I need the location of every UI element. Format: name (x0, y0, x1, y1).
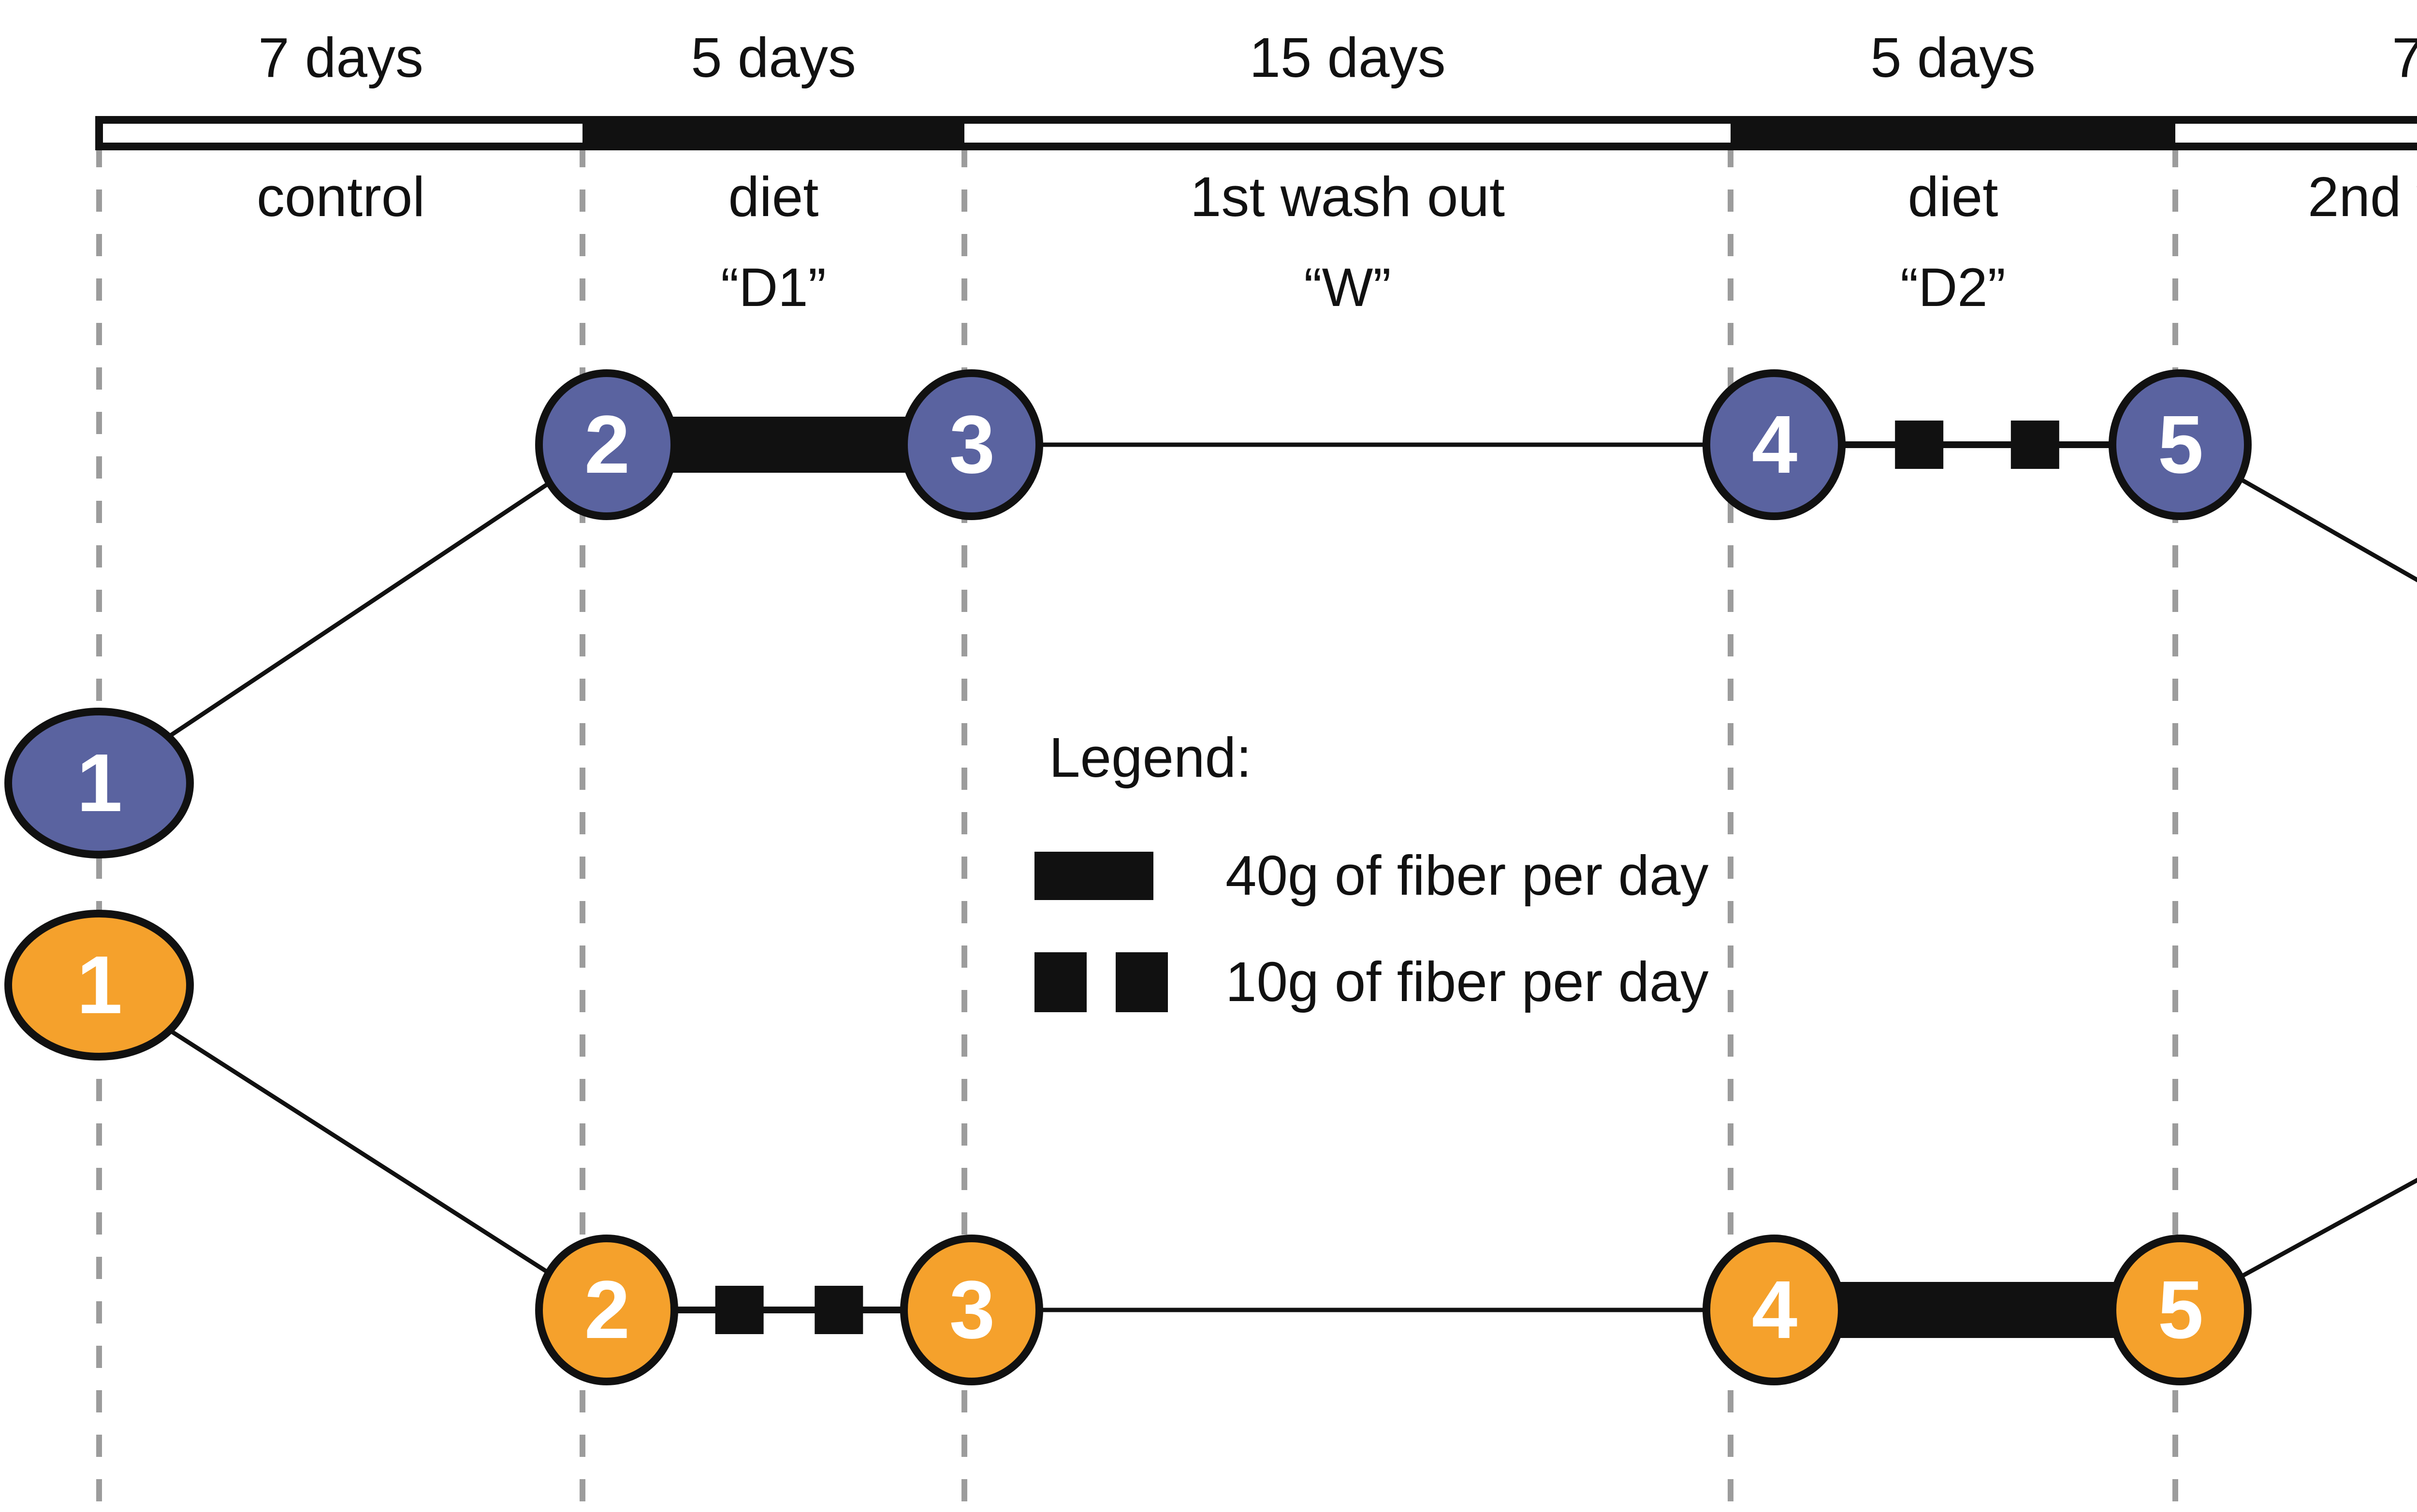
legend-swatch-dash-square-0 (1034, 952, 1087, 1012)
arm-orange-link-4-to-5-thick-bar (1828, 1282, 2126, 1338)
arm-blue-node-5[interactable] (2109, 369, 2252, 520)
arm-blue-node-label-3: 3 (949, 399, 995, 491)
arm-orange-node-label-4: 4 (1751, 1264, 1798, 1356)
arm-orange-node-2[interactable] (535, 1235, 678, 1385)
legend-title: Legend: (1049, 726, 1252, 789)
arm-blue-node-label-4: 4 (1751, 399, 1798, 491)
period-duration-washout2: 7 days (2392, 26, 2417, 89)
arm-orange-link-5-to-6 (2237, 1178, 2417, 1280)
legend-swatch-dash-square-1 (1116, 952, 1168, 1012)
legend-swatch-solid-thick (1034, 852, 1153, 900)
arm-orange-node-3[interactable] (900, 1235, 1043, 1385)
period-duration-diet2: 5 days (1870, 26, 2036, 89)
period-phase-washout2: 2nd wash out (2307, 165, 2417, 228)
arm-orange-node-label-3: 3 (949, 1264, 995, 1356)
arm-blue-link-1-to-2 (164, 480, 553, 741)
arm-orange-node-label-5: 5 (2157, 1264, 2204, 1356)
legend-label-1: 10g of fiber per day (1225, 950, 1709, 1013)
arm-blue-node-4[interactable] (1703, 369, 1846, 520)
timeline-segment-filled-diet1 (582, 116, 964, 150)
period-phase-control: control (256, 165, 425, 228)
arm-orange-link-1-to-2 (165, 1026, 553, 1277)
timeline-segment-filled-diet2 (1731, 116, 2175, 150)
period-duration-washout1: 15 days (1249, 26, 1446, 89)
arm-orange-link-2-to-3-dash-square-1 (815, 1286, 863, 1334)
legend-label-0: 40g of fiber per day (1225, 844, 1709, 907)
arm-blue-link-2-to-3-thick-bar (661, 417, 917, 473)
period-code-diet1: “D1” (721, 257, 826, 318)
arm-orange-node-label-1: 1 (76, 939, 123, 1031)
arm-blue-node-2[interactable] (535, 369, 678, 520)
period-duration-diet1: 5 days (691, 26, 856, 89)
arm-blue-node-label-5: 5 (2157, 399, 2204, 491)
period-code-washout1: “W” (1304, 257, 1391, 318)
arm-blue-node-3[interactable] (900, 369, 1043, 520)
arm-blue-link-5-to-6 (2236, 475, 2417, 582)
arm-blue-link-4-to-5-dash-square-1 (2010, 421, 2059, 469)
period-duration-control: 7 days (258, 26, 423, 89)
period-code-diet2: “D2” (1900, 257, 2006, 318)
arm-blue-node-label-2: 2 (584, 399, 630, 491)
arm-blue-node-1[interactable] (4, 708, 194, 858)
arm-orange-node-label-2: 2 (584, 1264, 630, 1356)
period-phase-diet1: diet (728, 165, 819, 228)
arm-orange-node-1[interactable] (4, 910, 194, 1061)
arm-blue-node-label-1: 1 (76, 737, 123, 829)
arm-orange-node-5[interactable] (2109, 1235, 2252, 1385)
arm-blue-link-4-to-5-dash-square-0 (1895, 421, 1944, 469)
arm-orange-link-2-to-3-dash-square-0 (715, 1286, 764, 1334)
period-phase-diet2: diet (1907, 165, 1998, 228)
arm-orange-node-4[interactable] (1703, 1235, 1846, 1385)
period-phase-washout1: 1st wash out (1190, 165, 1505, 228)
